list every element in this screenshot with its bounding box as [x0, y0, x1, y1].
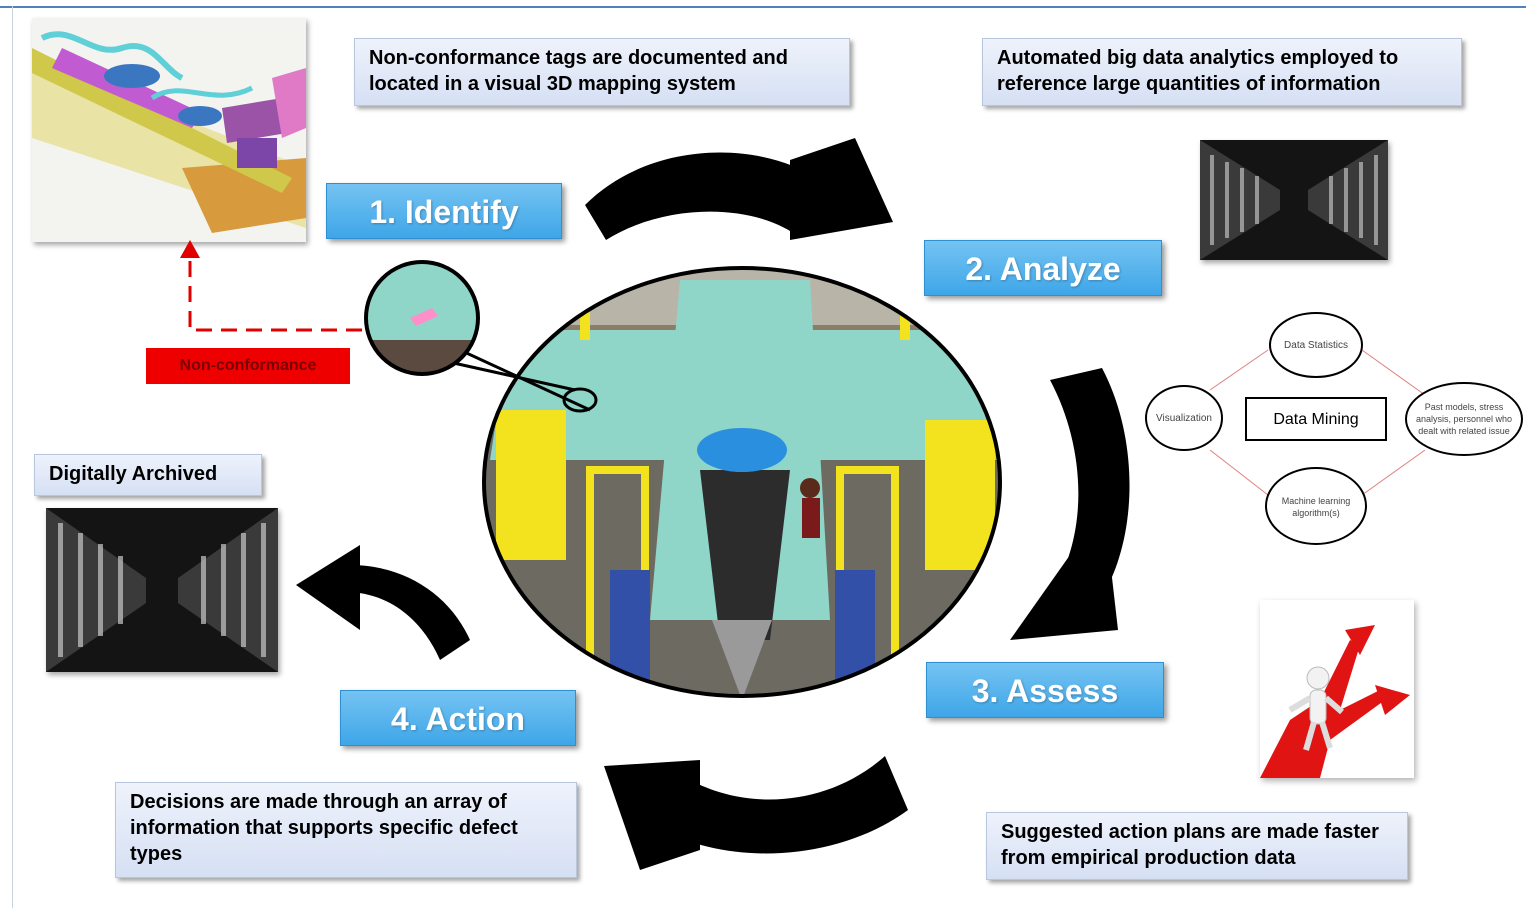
step-identify-label: 1. Identify: [326, 183, 562, 239]
server-racks-image: [1200, 140, 1388, 260]
assess-description-box: Suggested action plans are made faster f…: [986, 812, 1408, 880]
person-red-arrows-image: [1260, 600, 1414, 778]
arrow-identify-to-analyze: [585, 152, 820, 240]
archive-server-racks-image: [46, 508, 278, 672]
data-statistics-node: [1269, 312, 1363, 378]
left-border: [12, 6, 13, 908]
action-description-box: Decisions are made through an array of i…: [115, 782, 577, 878]
identify-description-box: Non-conformance tags are documented and …: [354, 38, 850, 106]
arrow-analyze-to-assess: [1050, 368, 1130, 600]
past-models-line-2: analysis, personnel who: [1416, 414, 1512, 424]
data-statistics-text: Data Statistics: [1284, 340, 1348, 351]
past-models-line-1: Past models, stress: [1425, 402, 1504, 412]
machine-learning-line-1: Machine learning: [1282, 496, 1351, 506]
arrow-assess-to-action: [660, 756, 908, 854]
data-mining-text: Data Mining: [1273, 411, 1358, 428]
machine-learning-node: [1265, 467, 1367, 545]
data-mining-center-node: [1245, 397, 1387, 441]
past-models-line-3: dealt with related issue: [1418, 426, 1510, 436]
machine-learning-line-2: algorithm(s): [1292, 508, 1340, 518]
top-border: [0, 6, 1526, 8]
visualization-node: [1145, 385, 1223, 451]
analyze-description-box: Automated big data analytics employed to…: [982, 38, 1462, 106]
step-action-label: 4. Action: [340, 690, 576, 746]
step-assess-label: 3. Assess: [926, 662, 1164, 718]
3d-cad-model-image: [32, 18, 306, 242]
step-analyze-label: 2. Analyze: [924, 240, 1162, 296]
past-models-node: [1405, 382, 1523, 456]
nonconformance-label: Non-conformance: [146, 348, 350, 384]
visualization-text: Visualization: [1156, 413, 1212, 424]
archived-box: Digitally Archived: [34, 454, 262, 496]
arrow-action-to-archive: [345, 565, 470, 660]
